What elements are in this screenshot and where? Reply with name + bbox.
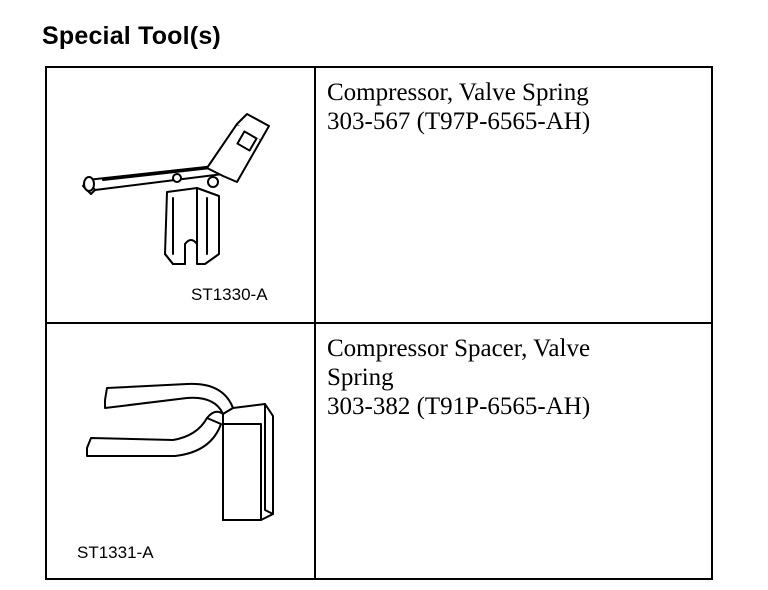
- table-row: ST1331-A Compressor Spacer, Valve Spring…: [47, 324, 711, 578]
- illustration-cell: ST1330-A: [47, 68, 316, 322]
- valve-spring-compressor-icon: [82, 113, 270, 265]
- illustration-cell: ST1331-A: [47, 324, 316, 578]
- tool-name: Compressor Spacer, Valve: [327, 335, 591, 362]
- tool-number: 303-567 (T97P-6565-AH): [327, 108, 591, 135]
- table-row: ST1330-A Compressor, Valve Spring 303-56…: [47, 68, 711, 324]
- illustration-code: ST1331-A: [77, 543, 154, 562]
- tool-name: Compressor, Valve Spring: [327, 79, 589, 106]
- special-tools-table: ST1330-A Compressor, Valve Spring 303-56…: [45, 66, 713, 580]
- page-title: Special Tool(s): [42, 22, 221, 50]
- tool-description: Compressor, Valve Spring 303-567 (T97P-6…: [316, 68, 711, 322]
- illustration-code: ST1330-A: [191, 285, 268, 304]
- tool-name-continued: Spring: [327, 364, 394, 391]
- valve-spring-compressor-spacer-icon: [86, 382, 274, 521]
- tool-number: 303-382 (T91P-6565-AH): [327, 393, 591, 420]
- tool-description: Compressor Spacer, Valve Spring 303-382 …: [316, 324, 711, 578]
